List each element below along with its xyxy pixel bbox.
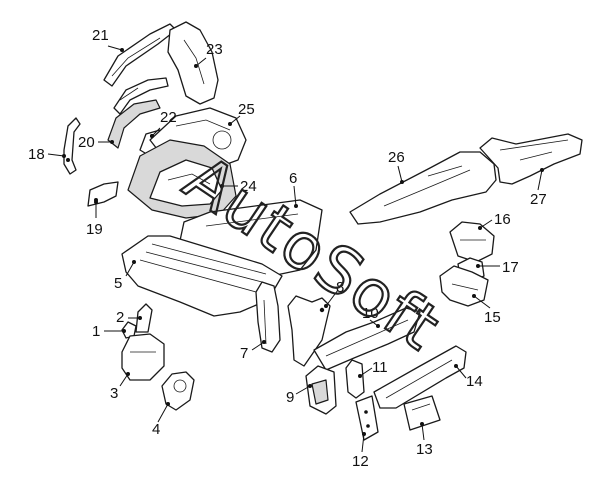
part-11-small-bracket xyxy=(345,359,365,399)
callout-15: 15 xyxy=(484,309,501,326)
leader-lines xyxy=(47,45,544,453)
part-5-floor-pan xyxy=(121,235,283,317)
callout-10: 10 xyxy=(362,305,379,322)
part-7-front-rail xyxy=(255,281,281,353)
part-23-wheel-arch-outer xyxy=(167,21,219,105)
callout-22: 22 xyxy=(160,109,177,126)
callout-16: 16 xyxy=(494,211,511,228)
part-9-rail-end xyxy=(305,365,337,415)
part-12-plate xyxy=(355,395,379,441)
part-8-rail-bracket xyxy=(287,295,331,367)
part-24-lower-arch xyxy=(127,139,237,219)
part-3-reservoir xyxy=(121,333,165,381)
callout-3: 3 xyxy=(110,385,118,402)
callout-17: 17 xyxy=(502,259,519,276)
part-2-reservoir-neck xyxy=(135,303,153,333)
part-14-long-rail xyxy=(373,345,467,409)
callout-26: 26 xyxy=(388,149,405,166)
callout-21: 21 xyxy=(92,27,109,44)
callout-25: 25 xyxy=(238,101,255,118)
callout-4: 4 xyxy=(152,421,160,438)
part-16-mount xyxy=(449,221,495,263)
part-21-upper-rail xyxy=(103,23,177,87)
part-27-rear-crossmember xyxy=(479,133,583,185)
part-20-inner-arch-lower xyxy=(107,77,169,149)
callout-6: 6 xyxy=(289,170,297,187)
callout-20: 20 xyxy=(78,134,95,151)
callout-19: 19 xyxy=(86,221,103,238)
callout-11: 11 xyxy=(372,359,388,376)
part-18-vertical-bracket xyxy=(63,117,81,175)
callout-23: 23 xyxy=(206,41,223,58)
callout-2: 2 xyxy=(116,309,124,326)
callout-8: 8 xyxy=(336,279,344,296)
callout-1: 1 xyxy=(92,323,100,340)
part-10-center-rail xyxy=(313,307,421,371)
callout-18: 18 xyxy=(28,146,45,163)
callout-5: 5 xyxy=(114,275,122,292)
callout-14: 14 xyxy=(466,373,483,390)
callout-13: 13 xyxy=(416,441,433,458)
part-1-clip xyxy=(121,321,137,339)
callout-7: 7 xyxy=(240,345,248,362)
callout-12: 12 xyxy=(352,453,369,470)
part-13-plate xyxy=(403,395,441,431)
part-26-rear-floor xyxy=(349,151,497,225)
callout-9: 9 xyxy=(286,389,294,406)
callout-27: 27 xyxy=(530,191,547,208)
part-19-small-bracket xyxy=(87,181,119,207)
callout-24: 24 xyxy=(240,178,257,195)
